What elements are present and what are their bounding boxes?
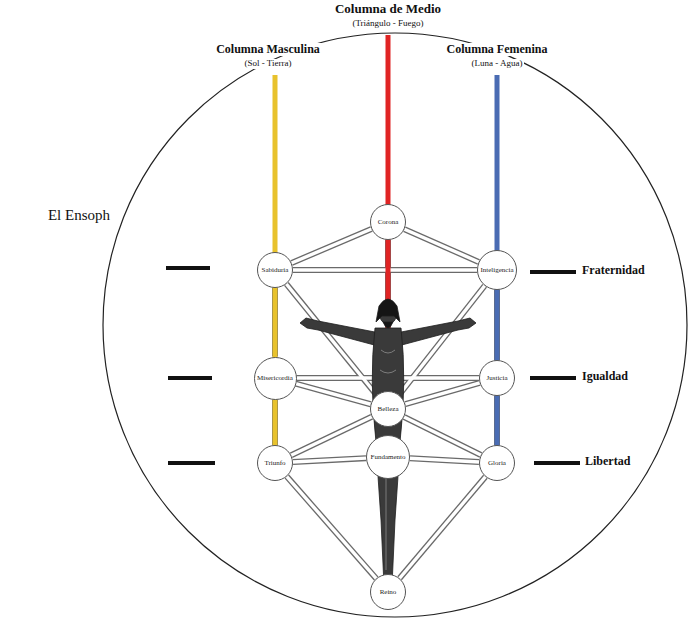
principle-label: Fraternidad [582, 264, 645, 277]
sephira-name: Reino [380, 589, 397, 596]
sephira-name: Misericordia [257, 375, 293, 382]
path-connector-core [404, 229, 478, 262]
path-connector-core [296, 384, 371, 405]
path-connector [292, 229, 372, 263]
path-connector [404, 417, 481, 455]
level-bars [166, 266, 580, 465]
sephira-circle: Sabiduría [257, 252, 293, 288]
figure-arm [396, 318, 476, 346]
path-connector-core [292, 229, 372, 263]
ensoph-circle [103, 33, 687, 617]
path-connector-core [291, 417, 372, 455]
column-heading: Columna Masculina [214, 43, 322, 56]
level-bar [168, 376, 212, 380]
sephira-name: Triunfo [264, 460, 285, 467]
figure-arm [300, 318, 380, 346]
path-connector-core [287, 477, 376, 579]
sephira-name: Gloria [488, 460, 506, 467]
column-heading: Columna de Medio [333, 2, 443, 16]
ensoph-label: El Ensoph [48, 207, 110, 224]
sephira-name: Justicia [487, 375, 508, 382]
column-heading: Columna Femenina [444, 43, 549, 56]
path-connector [405, 383, 479, 404]
path-connector-core [404, 417, 481, 455]
sephira-circle: Justicia [479, 360, 515, 396]
sephira-circle: Misericordia [254, 357, 297, 400]
path-connector-core [400, 477, 486, 579]
principle-label: Libertad [585, 455, 630, 468]
column-subtitle: (Luna - Agua) [470, 59, 525, 69]
sephira-circle: Corona [370, 204, 406, 240]
sephira-circle: Inteligencia [477, 250, 517, 290]
sephira-circle: Reino [370, 574, 406, 610]
path-connector-core [293, 458, 366, 462]
sephira-name: Corona [378, 219, 399, 226]
path-connector [400, 477, 486, 579]
path-connector [293, 267, 477, 273]
principle-label: Igualdad [582, 370, 628, 383]
path-connector [410, 458, 479, 462]
path-connector [404, 229, 478, 262]
sephira-circle: Belleza [370, 391, 406, 427]
crucified-figure [300, 299, 476, 594]
sephira-name: Belleza [378, 406, 399, 413]
level-bar [168, 461, 215, 465]
shading-line [381, 350, 395, 353]
sephira-name: Sabiduría [262, 267, 289, 274]
level-bar [530, 376, 576, 380]
path-connector [291, 417, 372, 455]
shading-line [386, 470, 387, 570]
sephira-circle: Gloria [479, 445, 515, 481]
level-bar [530, 270, 576, 274]
column-subtitle: (Sol - Tierra) [243, 59, 294, 69]
path-connector [293, 458, 366, 462]
path-connector-core [293, 268, 477, 271]
column-subtitle: (Triángulo - Fuego) [350, 19, 425, 29]
sephira-name: Inteligencia [480, 267, 513, 274]
figure-hair [376, 299, 400, 322]
path-connector [296, 384, 371, 405]
sephira-circle: Fundamento [366, 435, 410, 479]
level-bar [534, 461, 580, 465]
figure-beard [383, 322, 393, 328]
sephira-circle: Triunfo [257, 445, 293, 481]
path-connector [287, 477, 376, 579]
level-bar [166, 266, 210, 270]
path-connector-core [410, 458, 479, 462]
shading-line [380, 370, 396, 373]
path-connector-core [405, 383, 479, 404]
sephira-name: Fundamento [371, 454, 406, 461]
